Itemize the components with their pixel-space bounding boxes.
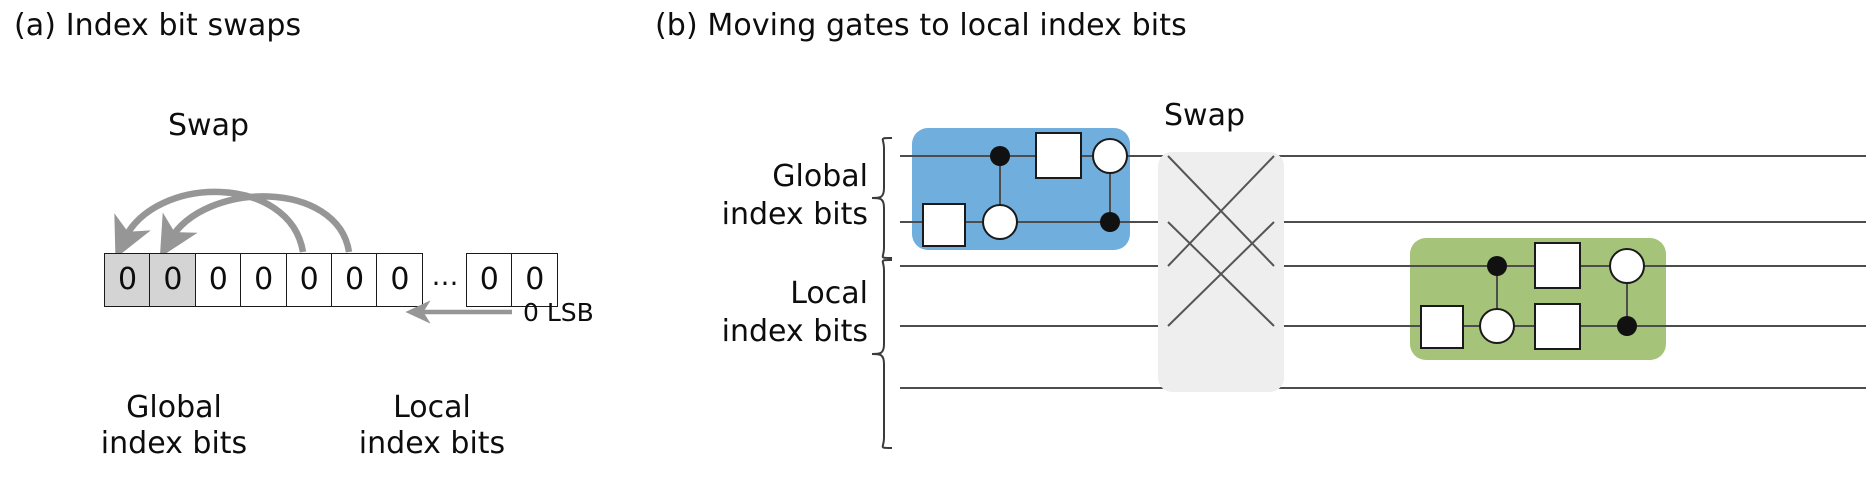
gate-box	[1035, 132, 1082, 179]
panel-a-local-label: Local index bits	[332, 390, 532, 462]
control-dot-filled	[990, 146, 1010, 166]
gate-box	[1534, 303, 1581, 350]
control-dot-open	[982, 204, 1018, 240]
panel-b-global-label-line2: index bits	[721, 196, 868, 232]
control-dot-open	[1479, 308, 1515, 344]
green-gate-block	[1410, 238, 1666, 360]
swap-arrow-2	[159, 193, 353, 258]
lsb-label: 0 LSB	[523, 298, 594, 327]
panel-a-local-label-line1: Local	[393, 390, 471, 425]
control-dot-open	[1092, 138, 1128, 174]
lsb-arrow-icon	[405, 300, 512, 324]
bit-cell: 0	[240, 253, 288, 307]
panel-a-swap-label: Swap	[168, 108, 250, 143]
bit-cell: 0	[285, 253, 333, 307]
swap-arrow-1	[114, 188, 307, 259]
control-dot-filled	[1487, 256, 1507, 276]
bit-cell: 0	[331, 253, 379, 307]
bit-cell: 0	[511, 253, 559, 307]
bit-cell: 0	[149, 253, 197, 307]
bit-cell: 0	[465, 253, 513, 307]
bit-cell: 0	[194, 253, 242, 307]
bit-cell: 0	[376, 253, 424, 307]
panel-a-local-label-line2: index bits	[358, 426, 506, 461]
panel-a-title: (a) Index bit swaps	[14, 8, 302, 43]
gate-box	[1420, 305, 1464, 349]
quantum-circuit	[871, 128, 1866, 449]
panel-b-local-label: Local index bits	[668, 275, 868, 350]
panel-a-global-label-line1: Global	[126, 390, 222, 425]
gate-box	[1534, 242, 1581, 289]
gate-box	[922, 203, 966, 247]
panel-b-global-label: Global index bits	[668, 158, 868, 233]
panel-b-swap-label: Swap	[1164, 98, 1246, 133]
panel-b-local-label-line2: index bits	[721, 313, 868, 349]
panel-a-global-label: Global index bits	[74, 390, 274, 462]
control-dot-filled	[1100, 212, 1120, 232]
swap-block	[1158, 152, 1284, 392]
panel-a-swap-arrows	[114, 188, 353, 259]
control-dot-open	[1609, 248, 1645, 284]
panel-b-global-label-line1: Global	[772, 159, 868, 194]
bit-cell: 0	[104, 253, 151, 307]
swap-cross-line	[1167, 155, 1275, 267]
bit-ellipsis: …	[431, 260, 460, 292]
control-dot-filled	[1617, 316, 1637, 336]
swap-cross-line	[1167, 221, 1275, 327]
panel-a-global-label-line2: index bits	[100, 426, 248, 461]
panel-b-title: (b) Moving gates to local index bits	[655, 8, 1187, 43]
global-brace	[871, 137, 893, 259]
local-brace	[871, 259, 893, 449]
panel-b-local-label-line1: Local	[790, 276, 868, 311]
bit-register: 0 0 0 0 0 0 0 … 0 0	[104, 253, 559, 307]
